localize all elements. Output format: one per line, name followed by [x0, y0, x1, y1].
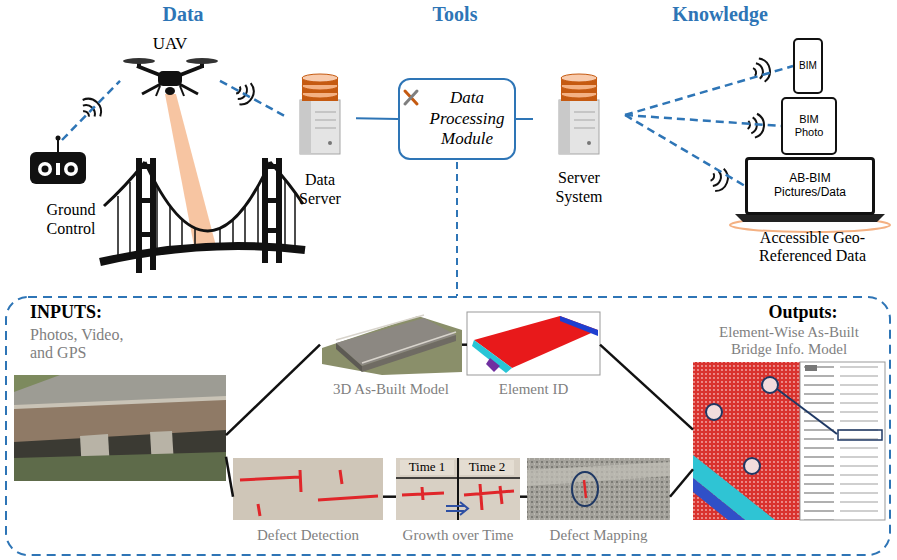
server-node: Data Server	[284, 76, 356, 208]
uav-node: UAV	[120, 34, 220, 112]
connector-line	[625, 115, 781, 126]
growth-image	[396, 458, 520, 520]
connector-line	[625, 115, 745, 186]
node-label: BIM	[795, 60, 821, 72]
node-label: INPUTS:	[30, 302, 210, 323]
connector-line	[356, 117, 398, 120]
connector-line	[462, 343, 467, 346]
panel-caption: Defect Detection	[218, 527, 398, 544]
node-label: Ground Control	[26, 201, 116, 238]
node-label: Data Processing Module	[421, 88, 513, 149]
image-panel: Element ID	[467, 312, 600, 398]
section-heading: Tools	[405, 3, 505, 26]
output-image	[693, 362, 885, 520]
crack-image	[233, 458, 383, 520]
laptop-screen: AB-BIM Pictures/Data	[745, 157, 875, 215]
connector-line	[62, 81, 120, 140]
connector-line	[520, 495, 527, 498]
image-panel: 3D As-Built Model	[320, 312, 462, 398]
node-label: BIM Photo	[789, 113, 829, 138]
node-label: AB-BIM Pictures/Data	[760, 172, 860, 200]
model-image	[322, 315, 462, 375]
connector-line	[600, 345, 693, 430]
camera-beam	[165, 94, 216, 246]
element-image	[467, 312, 600, 375]
image-panel: Defect Detection	[233, 458, 383, 544]
node-label: Outputs:	[733, 302, 873, 323]
drone-icon	[123, 58, 218, 96]
server-icon	[559, 74, 599, 154]
tool-icon	[405, 91, 417, 104]
laptop-base	[735, 214, 885, 222]
node-label: Data Server	[284, 171, 356, 208]
connector-line	[226, 345, 320, 436]
connector-line	[516, 118, 533, 120]
panel-caption: Growth over Time	[381, 527, 535, 544]
section-heading: Data	[133, 3, 233, 26]
connector-line	[220, 81, 284, 116]
connector-line	[670, 469, 693, 497]
process-region	[6, 297, 890, 555]
bridge-illustration	[100, 158, 305, 273]
phone-device: BIM	[793, 38, 823, 94]
caption-text: Accessible Geo-Referenced Data	[740, 229, 885, 266]
node-label: Photos, Video, and GPS	[30, 326, 142, 361]
output-panel: Outputs:Element-Wise As-Built Bridge Inf…	[693, 302, 885, 522]
panel-caption: Element ID	[452, 381, 615, 398]
image-panel: Defect Mapping	[527, 458, 670, 544]
time-label: Time 1	[400, 460, 454, 475]
image-panel: Time 1Time 2Growth over Time	[396, 458, 520, 544]
server-icon	[300, 74, 340, 154]
tablet-device: BIM Photo	[781, 97, 837, 155]
node-label: Element-Wise As-Built Bridge Info. Model	[709, 324, 869, 357]
section-heading: Knowledge	[655, 3, 785, 26]
connector-line	[383, 495, 396, 498]
dashed-link	[456, 162, 458, 296]
connector-line	[625, 66, 793, 115]
mapping-image	[527, 458, 670, 520]
panel-caption: 3D As-Built Model	[305, 381, 477, 398]
bridge-photo	[14, 375, 226, 481]
server-node: Server System	[533, 76, 625, 206]
panel-caption: Defect Mapping	[512, 527, 685, 544]
input-panel: INPUTS: Photos, Video, and GPS	[14, 302, 226, 482]
connector-line	[226, 457, 233, 497]
process-box: Data Processing Module	[398, 78, 516, 160]
node-label: UAV	[120, 34, 220, 54]
ground-control-node: Ground Control	[26, 140, 116, 238]
controller-icon	[30, 136, 86, 185]
node-label: Server System	[533, 169, 625, 206]
time-label: Time 2	[460, 460, 514, 475]
